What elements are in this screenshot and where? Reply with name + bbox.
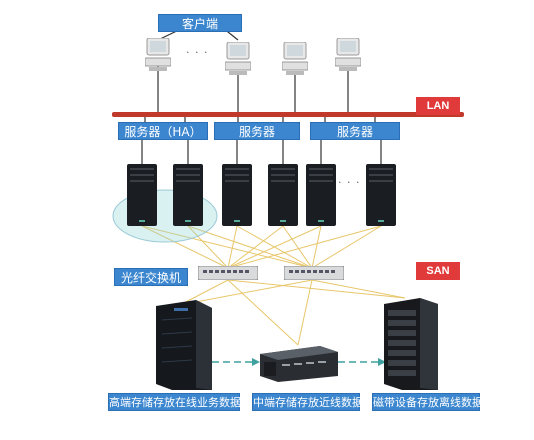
client-computer-icon — [335, 38, 361, 71]
high-end-storage-icon — [156, 300, 212, 390]
server-tower-icon — [366, 164, 396, 226]
high-end-storage-label: 高端存储存放在线业务数据 — [108, 393, 241, 411]
clients-ellipsis: · · · — [186, 46, 209, 59]
server-label-2: 服务器 — [214, 122, 300, 140]
client-computer-icon — [225, 42, 251, 75]
server-tower-icon — [222, 164, 252, 226]
fiber-switch-icon — [284, 266, 344, 280]
clients-label: 客户端 — [158, 14, 242, 32]
servers-ellipsis: · · · — [338, 176, 361, 189]
tape-storage-label: 磁带设备存放离线数据 — [372, 393, 483, 411]
client-computer-icon — [145, 38, 171, 71]
lan-tag: LAN — [416, 97, 460, 115]
server-ha-label: 服务器（HA） — [118, 122, 208, 140]
server-tower-icon — [268, 164, 298, 226]
mid-storage-icon — [260, 346, 338, 382]
fc-switch-label: 光纤交换机 — [114, 268, 188, 286]
server-tower-icon — [173, 164, 203, 226]
san-tag: SAN — [416, 262, 460, 280]
server-label-3: 服务器 — [310, 122, 400, 140]
server-tower-icon — [306, 164, 336, 226]
mid-storage-label: 中端存储存放近线数据 — [252, 393, 363, 411]
tape-storage-icon — [384, 298, 438, 390]
fiber-switch-icon — [198, 266, 258, 280]
client-computer-icon — [282, 42, 308, 75]
lan-bar — [112, 112, 464, 117]
server-tower-icon — [127, 164, 157, 226]
